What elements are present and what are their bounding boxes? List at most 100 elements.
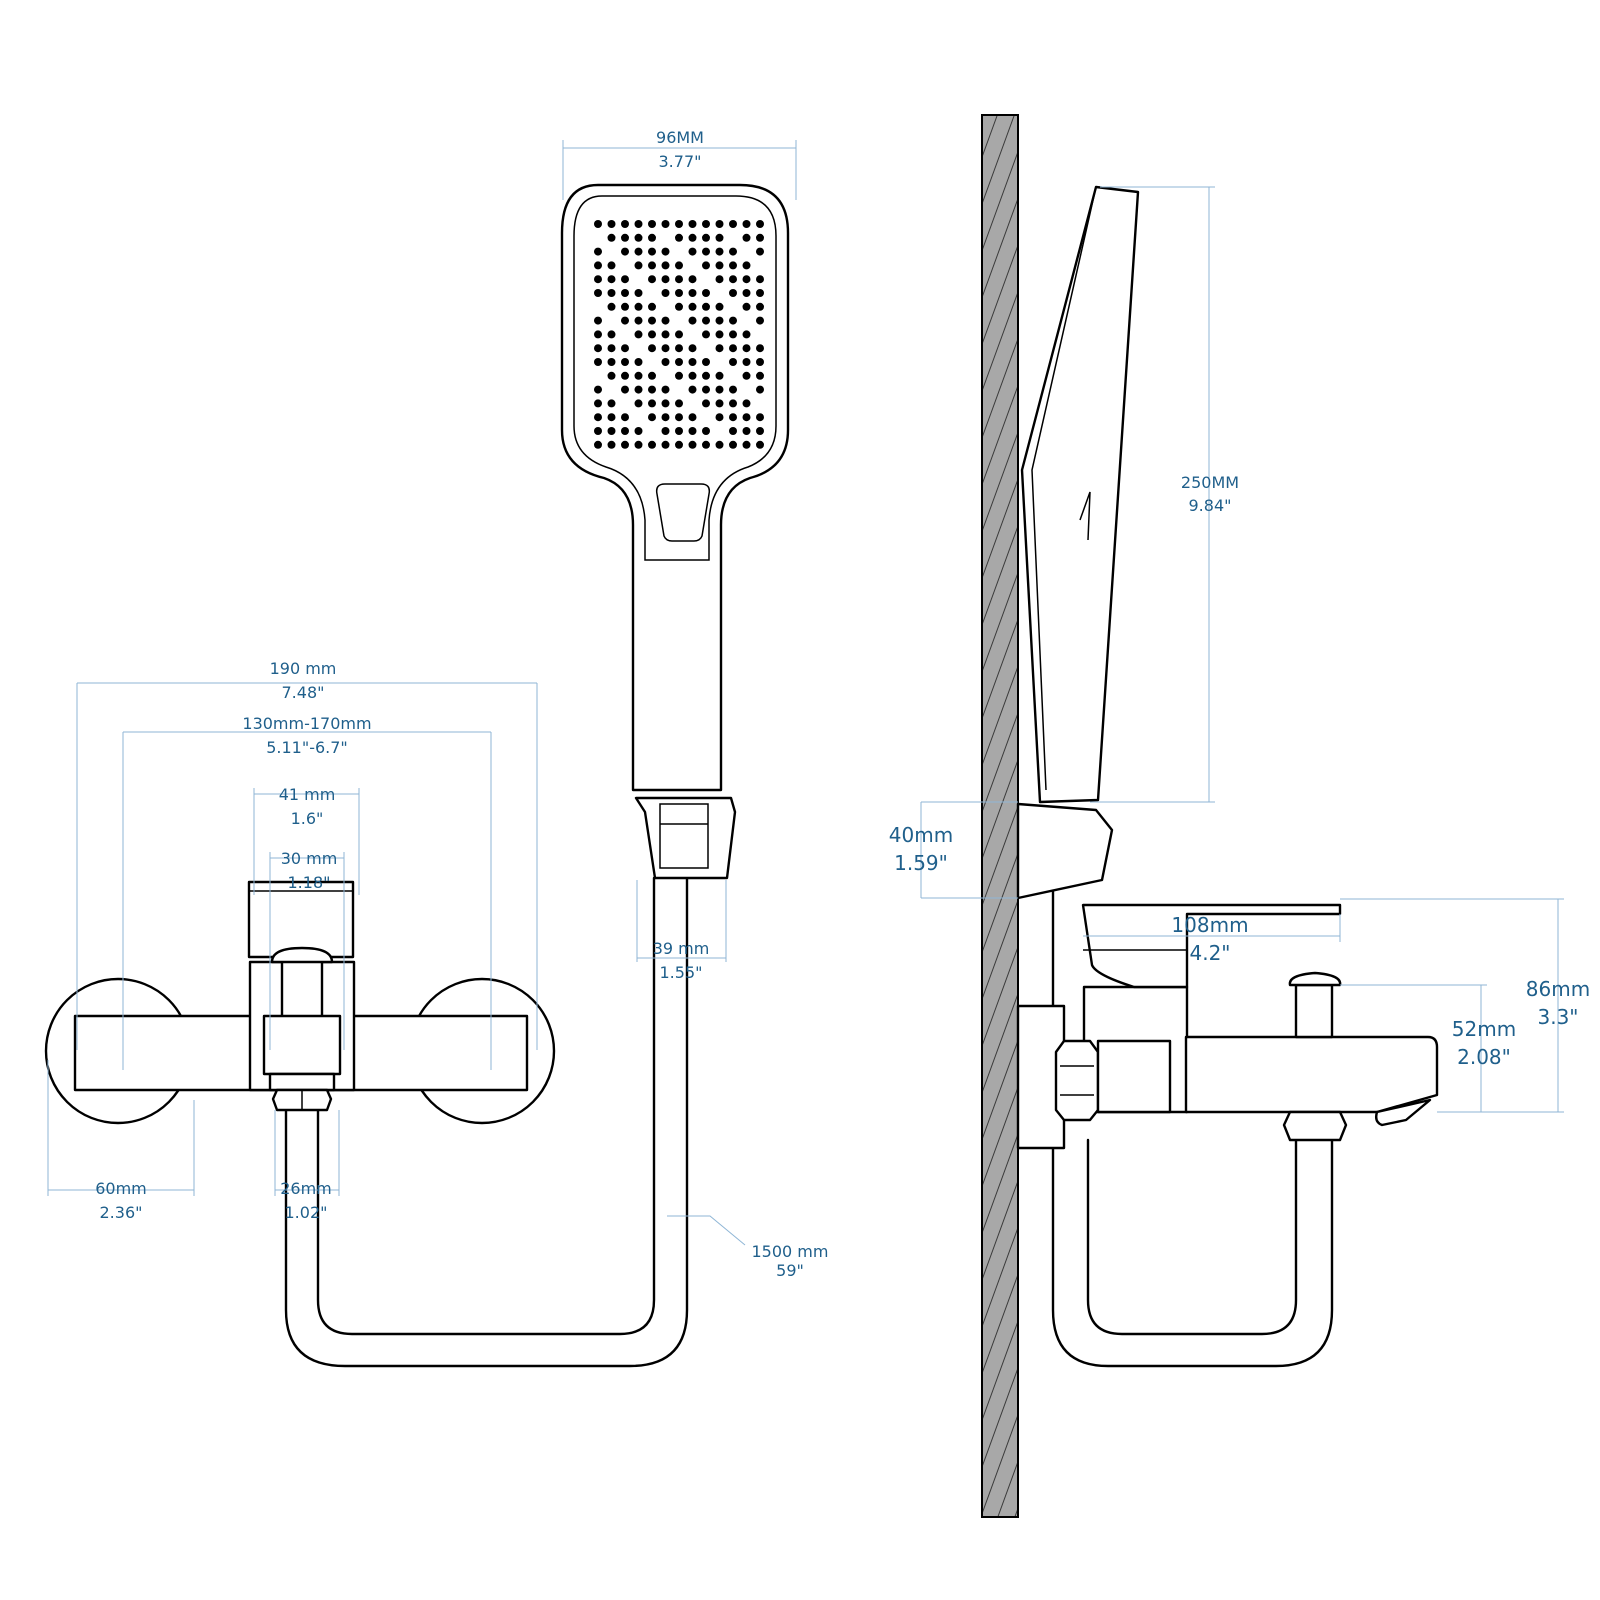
nozzle-dot: [634, 371, 643, 380]
nozzle-dot: [742, 220, 751, 228]
nozzle-dot: [675, 358, 683, 366]
nozzle-dot: [634, 302, 643, 311]
nozzle-dot: [729, 413, 737, 422]
nozzle-dot: [634, 399, 643, 408]
nozzle-dot: [634, 316, 643, 325]
nozzle-dot: [675, 220, 683, 228]
nozzle-dot: [688, 413, 697, 422]
diverter-knob[interactable]: [1288, 971, 1342, 987]
nozzle-dot: [594, 275, 602, 284]
nozzle-dot: [688, 316, 697, 325]
nozzle-dot: [594, 289, 602, 297]
nozzle-dot: [742, 399, 751, 408]
center-distance-in: 5.11"-6.7": [266, 738, 348, 757]
spray-mode-button[interactable]: [655, 483, 711, 542]
nozzle-dot: [715, 385, 724, 394]
nozzle-dot: [675, 344, 683, 353]
nozzle-dot: [742, 302, 751, 311]
nozzle-dot: [607, 275, 616, 284]
nozzle-dot: [756, 233, 764, 242]
holder-width-mm: 39 mm: [653, 939, 710, 958]
nozzle-dot: [688, 289, 697, 297]
hose-outer: [284, 876, 689, 1368]
overall-width-in: 7.48": [282, 683, 325, 702]
nozzle-dot: [715, 344, 724, 353]
nozzle-dot: [675, 275, 683, 284]
nozzle-dot: [715, 440, 724, 449]
nozzle-dot: [661, 261, 670, 270]
nozzle-dot: [702, 358, 710, 366]
flange-diameter-mm: 60mm: [95, 1179, 147, 1198]
nozzle-dot: [675, 399, 683, 408]
side-escutcheon: [1016, 1004, 1066, 1150]
nozzle-dot: [729, 289, 737, 297]
flange-diameter-in: 2.36": [100, 1203, 143, 1222]
nozzle-dot: [742, 289, 751, 297]
shower-face: [573, 195, 777, 561]
nozzle-dot: [661, 440, 670, 449]
outlet-width-in: 1.02": [285, 1203, 328, 1222]
nozzle-dot: [621, 427, 629, 435]
hose-length-in: 59": [776, 1261, 804, 1280]
nozzle-dot: [607, 344, 616, 353]
nozzle-dot: [715, 302, 724, 311]
nozzle-dot: [607, 302, 616, 311]
nozzle-dot: [661, 413, 670, 422]
nozzle-dot: [729, 275, 737, 284]
nozzle-dot: [702, 220, 710, 228]
nozzle-dot: [607, 371, 616, 380]
nozzle-dot: [729, 330, 737, 339]
nozzle-dot: [621, 413, 629, 422]
nozzle-dot: [756, 344, 764, 353]
outlet-collar: [268, 1072, 336, 1092]
dimension-lines: [47, 140, 1564, 1246]
stem: [280, 956, 324, 1020]
nozzle-dot: [756, 275, 764, 284]
nozzle-dot: [648, 385, 656, 394]
handset-length-mm: 250MM: [1181, 473, 1239, 492]
nozzle-dot: [594, 440, 602, 449]
holder-width-in: 1.55": [660, 963, 703, 982]
nozzle-dot: [729, 220, 737, 228]
nozzle-dot: [675, 330, 683, 339]
nozzle-dot: [715, 330, 724, 339]
nozzle-dot: [702, 233, 710, 242]
nozzle-dot: [594, 399, 602, 408]
nozzle-dot: [621, 302, 629, 311]
nozzle-dot: [742, 261, 751, 270]
nozzle-dot: [661, 330, 670, 339]
nozzle-dot: [607, 427, 616, 435]
nozzle-dot: [702, 371, 710, 380]
nozzle-dot: [661, 358, 670, 366]
nozzle-dot: [607, 220, 616, 228]
nozzle-dot: [634, 330, 643, 339]
nozzle-dot: [756, 358, 764, 366]
nozzle-dot: [729, 399, 737, 408]
nozzle-dot: [661, 275, 670, 284]
nozzle-dot: [688, 358, 697, 366]
lever-length-mm: 108mm: [1171, 913, 1248, 937]
nozzle-dot: [621, 316, 629, 325]
spray-nozzles: [594, 220, 764, 449]
holder-height-mm: 40mm: [889, 823, 953, 847]
front-view: [44, 183, 790, 1368]
nozzle-dot: [742, 427, 751, 435]
overall-width-mm: 190 mm: [270, 659, 337, 678]
nozzle-dot: [648, 302, 656, 311]
nozzle-dot: [688, 440, 697, 449]
body-height-in: 2.08": [1457, 1045, 1511, 1069]
nozzle-dot: [702, 261, 710, 270]
nozzle-dot: [675, 261, 683, 270]
hose-inner: [316, 876, 656, 1336]
nozzle-dot: [756, 440, 764, 449]
nozzle-dot: [756, 413, 764, 422]
nozzle-dot: [756, 316, 764, 325]
nozzle-dot: [675, 233, 683, 242]
nozzle-dot: [648, 233, 656, 242]
nozzle-dot: [715, 233, 724, 242]
nozzle-dot: [688, 344, 697, 353]
nozzle-dot: [756, 289, 764, 297]
nozzle-dot: [715, 247, 724, 256]
nozzle-dot: [621, 344, 629, 353]
nozzle-dot: [648, 371, 656, 380]
